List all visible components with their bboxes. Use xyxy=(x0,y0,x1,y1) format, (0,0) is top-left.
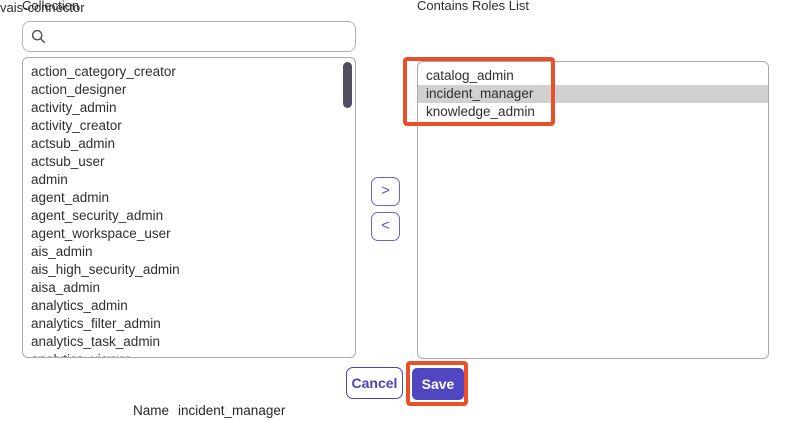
chevron-left-icon: < xyxy=(381,217,390,234)
list-item[interactable]: analytics_filter_admin xyxy=(31,316,161,331)
list-item[interactable]: action_category_creator xyxy=(31,64,176,79)
move-right-button[interactable]: > xyxy=(371,177,400,206)
list-item[interactable]: agent_security_admin xyxy=(31,208,164,223)
scrollbar-thumb[interactable] xyxy=(343,62,352,108)
collection-search-box[interactable] xyxy=(22,21,356,52)
roles-item-list: catalog_admin incident_manager knowledge… xyxy=(418,62,768,121)
collection-label: Collection xyxy=(22,0,80,13)
list-item[interactable]: incident_manager xyxy=(418,85,768,103)
list-item[interactable]: ais_high_security_admin xyxy=(31,262,180,277)
list-item[interactable]: ais_admin xyxy=(31,244,93,259)
list-item[interactable]: agent_workspace_user xyxy=(31,226,171,241)
collection-listbox[interactable]: action_category_creator action_designer … xyxy=(22,57,356,358)
name-row: Name incident_manager xyxy=(133,403,285,418)
name-label: Name xyxy=(133,403,170,418)
list-item[interactable]: action_designer xyxy=(31,82,127,97)
list-item[interactable]: admin xyxy=(31,172,68,187)
list-item[interactable]: agent_admin xyxy=(31,190,110,205)
list-item[interactable]: analytics_viewer xyxy=(23,351,355,357)
search-input[interactable] xyxy=(52,29,347,44)
chevron-right-icon: > xyxy=(381,182,390,199)
list-item[interactable]: actsub_user xyxy=(31,154,105,169)
save-button[interactable]: Save xyxy=(412,368,464,400)
contains-roles-list-label: Contains Roles List xyxy=(417,0,529,13)
list-item[interactable]: analytics_task_admin xyxy=(31,334,161,349)
move-left-button[interactable]: < xyxy=(371,212,400,241)
list-item[interactable]: activity_admin xyxy=(31,100,117,115)
list-item[interactable]: aisa_admin xyxy=(31,280,101,295)
list-item[interactable]: knowledge_admin xyxy=(426,104,535,119)
search-icon xyxy=(31,29,46,44)
name-value: incident_manager xyxy=(178,403,286,418)
collection-item-list: action_category_creator action_designer … xyxy=(23,58,355,357)
list-item[interactable]: analytics_admin xyxy=(31,298,128,313)
list-item[interactable]: activity_creator xyxy=(31,118,122,133)
list-item[interactable]: catalog_admin xyxy=(426,68,514,83)
list-item[interactable]: actsub_admin xyxy=(31,136,116,151)
role-group-name: vais-connector xyxy=(0,0,85,15)
cancel-button[interactable]: Cancel xyxy=(346,367,403,399)
contains-roles-listbox[interactable]: catalog_admin incident_manager knowledge… xyxy=(417,61,769,359)
